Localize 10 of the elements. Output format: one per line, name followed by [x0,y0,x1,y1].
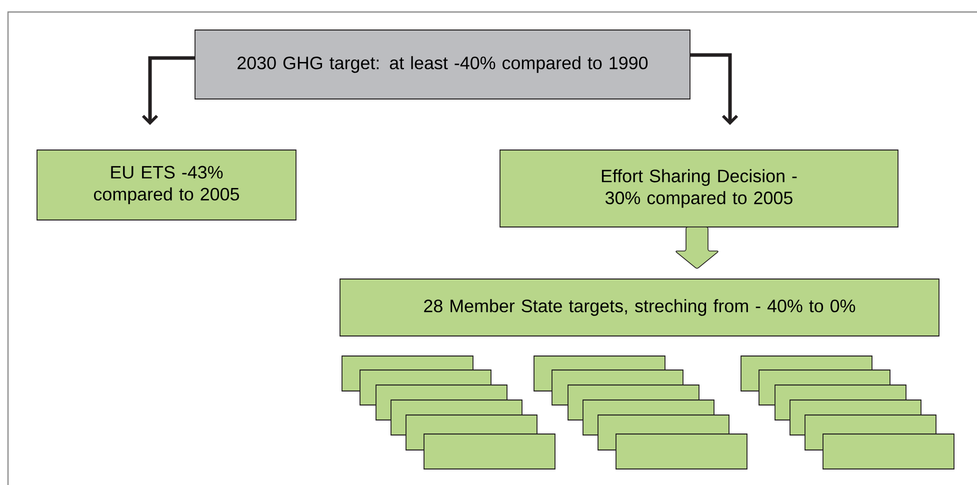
empty-box [822,434,954,470]
target-box: EU ETS -43% compared to 2005 [36,150,296,220]
empty-box [616,434,748,470]
target-box: 28 Member State targets, streching from - 40% to 0% [340,278,940,336]
target-box: Effort Sharing Decision -30% compared to 2005 [500,150,898,228]
elbow-arrow [142,56,195,125]
block-arrow [676,226,718,269]
target-box: 2030 GHG target: at least -40% compared to 1990 [194,30,690,100]
elbow-arrow [690,53,738,125]
empty-box [424,434,556,470]
